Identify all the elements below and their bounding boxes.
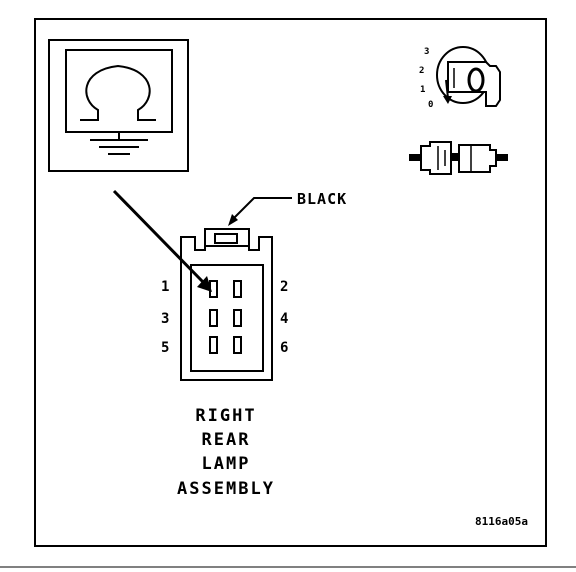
connector-disconnected-icon (409, 141, 508, 175)
connector-body (180, 228, 273, 381)
key-position-3: 3 (424, 47, 429, 57)
diagram-frame (34, 18, 547, 547)
key-position-0: 0 (428, 100, 433, 110)
terminal-cavity-5 (209, 336, 218, 354)
terminal-cavity-4 (233, 309, 242, 327)
callout-label: BLACK (297, 190, 347, 208)
ground-symbol-icon (48, 39, 189, 172)
pin-number-1: 1 (161, 279, 169, 295)
title-line-3: LAMP (202, 454, 251, 474)
title-line-2: REAR (202, 430, 251, 450)
ground-pointer-line (112, 189, 205, 284)
callout-leader-line (233, 197, 292, 219)
terminal-cavity-2 (233, 280, 242, 298)
pin-number-5: 5 (161, 340, 169, 356)
pin-number-6: 6 (280, 340, 288, 356)
pin-number-3: 3 (161, 311, 169, 327)
pin-number-4: 4 (280, 311, 288, 327)
key-position-2: 2 (419, 66, 424, 76)
ignition-key-icon (436, 46, 501, 107)
key-position-1: 1 (420, 85, 425, 95)
ground-pointer-arrowhead (197, 276, 212, 292)
title-line-1: RIGHT (195, 406, 256, 426)
pin-number-2: 2 (280, 279, 288, 295)
terminal-cavity-3 (209, 309, 218, 327)
callout-arrowhead (228, 214, 238, 226)
title-line-4: ASSEMBLY (177, 479, 275, 499)
figure-id: 8116a05a (475, 515, 528, 528)
terminal-cavity-6 (233, 336, 242, 354)
